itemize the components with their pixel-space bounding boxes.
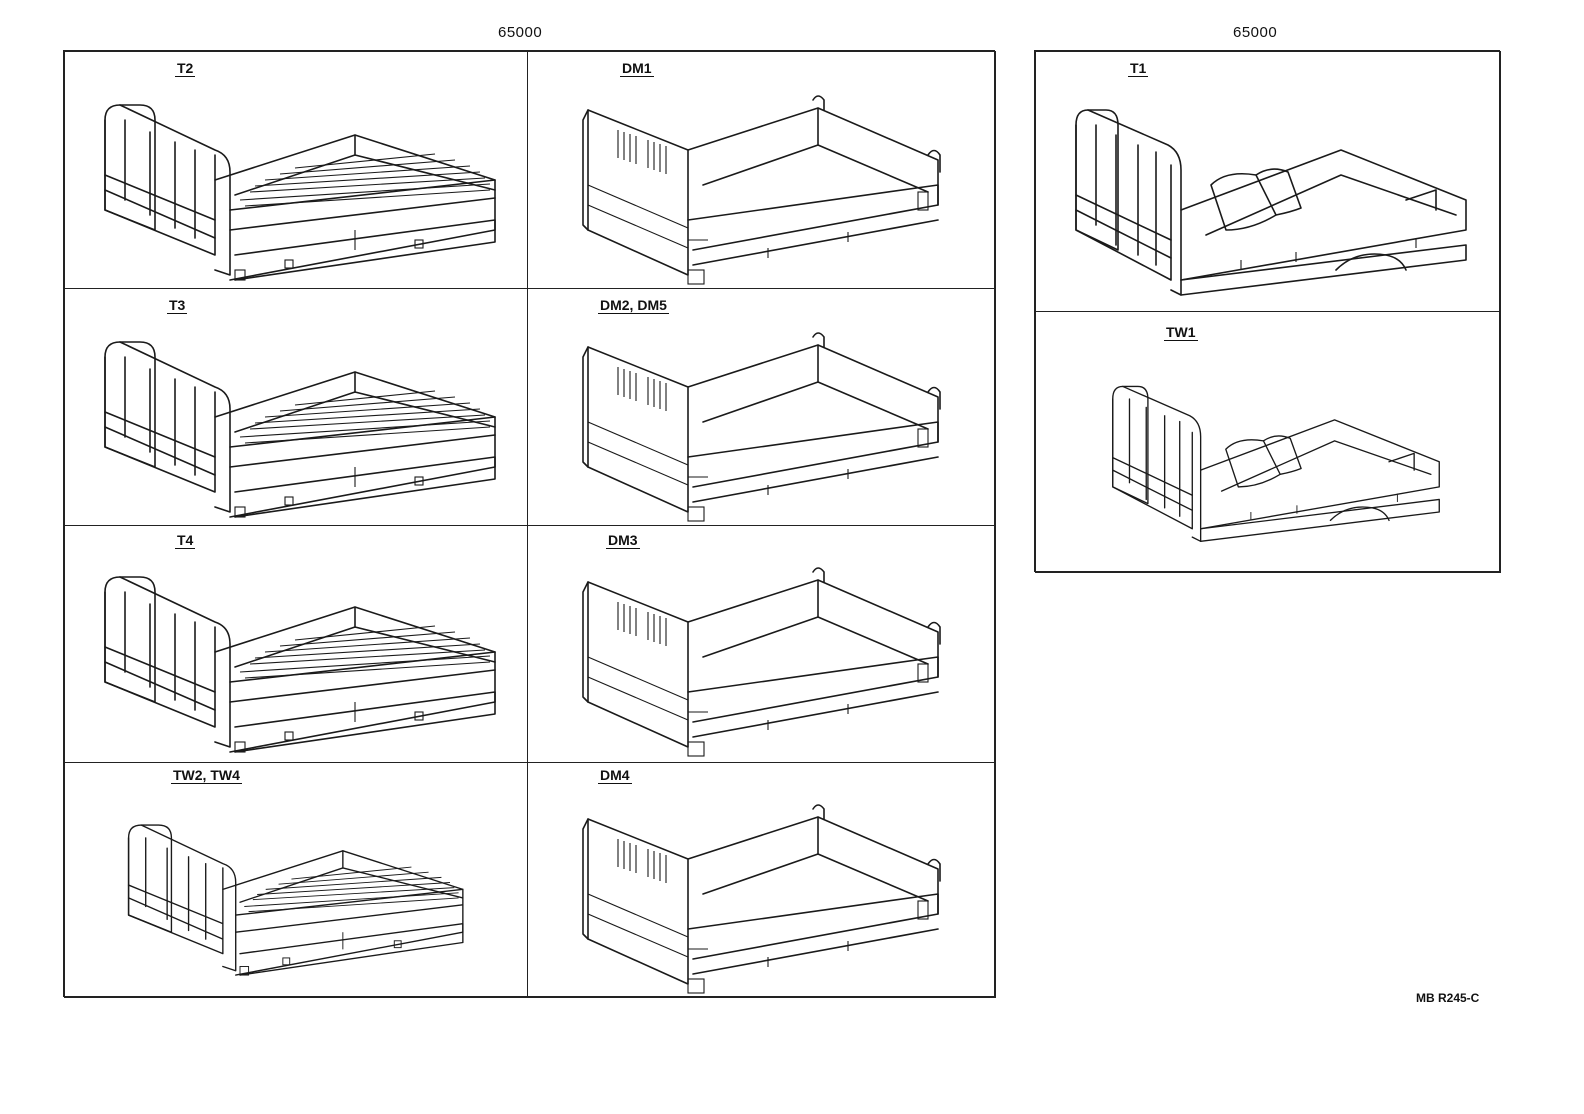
- cargo-bed-illustration: [104, 104, 496, 281]
- parts-grid-right: T1 TW1: [1034, 50, 1501, 573]
- cell-label: TW2, TW4: [171, 767, 242, 784]
- cell-label: T2: [175, 60, 196, 77]
- cell-label: DM4: [598, 767, 632, 784]
- cell-label: T4: [175, 532, 196, 549]
- cell-dm4[interactable]: DM4: [527, 762, 996, 998]
- cell-label: T1: [1128, 60, 1149, 77]
- group-title-right: 65000: [1233, 24, 1278, 41]
- dump-bed-illustration: [582, 332, 941, 522]
- cell-label: DM1: [620, 60, 654, 77]
- cell-dm2-dm5[interactable]: DM2, DM5: [527, 288, 996, 526]
- group-title-left: 65000: [498, 24, 543, 41]
- cell-label: T3: [167, 297, 188, 314]
- reference-code: MB R245-C: [1416, 991, 1480, 1005]
- wide-bed-illustration: [1112, 385, 1440, 542]
- cargo-bed-illustration: [104, 576, 496, 753]
- cell-tw2-tw4[interactable]: TW2, TW4: [64, 762, 528, 998]
- dump-bed-illustration: [582, 95, 941, 285]
- cell-label: TW1: [1164, 324, 1198, 341]
- cell-t1[interactable]: T1: [1035, 51, 1501, 312]
- parts-grid-left: T2 DM1 T3 DM2, DM5 T4 DM3 TW2, TW4 DM4: [63, 50, 996, 998]
- dump-bed-illustration: [582, 804, 941, 994]
- cell-tw1[interactable]: TW1: [1035, 311, 1501, 573]
- cargo-bed-illustration: [104, 341, 496, 518]
- cell-t4[interactable]: T4: [64, 525, 528, 763]
- cell-t2[interactable]: T2: [64, 51, 528, 289]
- dump-bed-illustration: [582, 567, 941, 757]
- cargo-bed-short-illustration: [127, 824, 464, 976]
- wide-bed-illustration: [1075, 109, 1467, 296]
- cell-t3[interactable]: T3: [64, 288, 528, 526]
- cell-dm3[interactable]: DM3: [527, 525, 996, 763]
- cell-label: DM2, DM5: [598, 297, 669, 314]
- cell-dm1[interactable]: DM1: [527, 51, 996, 289]
- cell-label: DM3: [606, 532, 640, 549]
